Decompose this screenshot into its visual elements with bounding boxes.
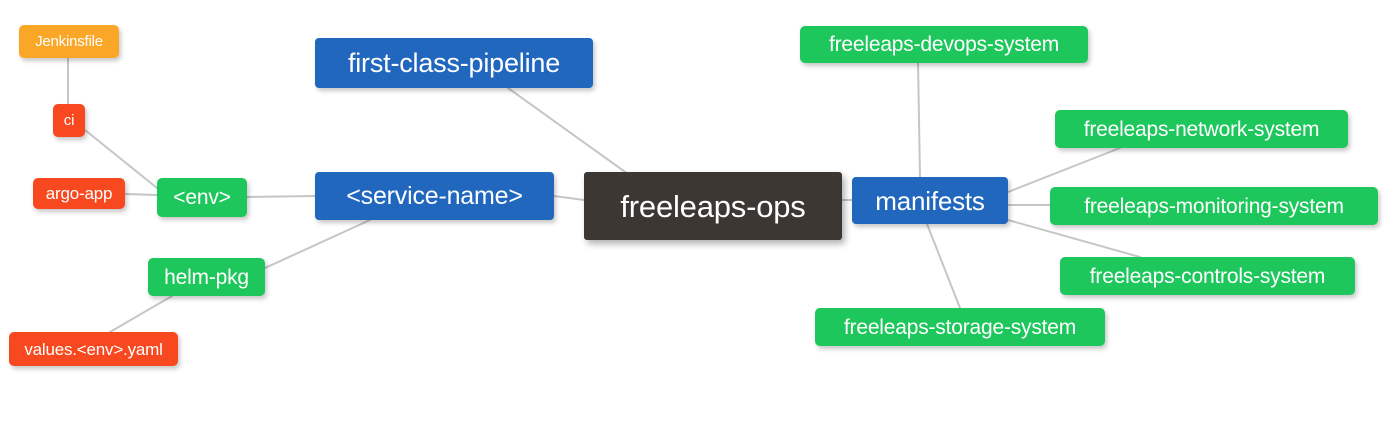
node-jenkinsfile[interactable]: Jenkinsfile [19, 25, 119, 58]
node-values-yaml[interactable]: values.<env>.yaml [9, 332, 178, 366]
node-storage-system[interactable]: freeleaps-storage-system [815, 308, 1105, 346]
edge-manifests-storage-system [926, 223, 961, 309]
node-env[interactable]: <env> [157, 178, 247, 217]
node-manifests[interactable]: manifests [852, 177, 1008, 224]
edge-manifests-devops-system [917, 62, 921, 178]
node-monitoring-system[interactable]: freeleaps-monitoring-system [1050, 187, 1378, 225]
edge-service-name-helm-pkg [264, 219, 371, 269]
edge-manifests-controls-system [1007, 219, 1141, 258]
node-first-class-pipeline[interactable]: first-class-pipeline [315, 38, 593, 88]
node-devops-system[interactable]: freeleaps-devops-system [800, 26, 1088, 63]
node-root[interactable]: freeleaps-ops [584, 172, 842, 240]
edge-root-first-class-pipeline [507, 87, 629, 175]
node-helm-pkg[interactable]: helm-pkg [148, 258, 265, 296]
edge-manifests-network-system [1007, 147, 1121, 193]
node-ci[interactable]: ci [53, 104, 85, 137]
edge-root-service-name [553, 195, 585, 201]
edge-helm-pkg-values-yaml [109, 295, 173, 333]
edge-env-argo-app [124, 193, 158, 196]
node-service-name[interactable]: <service-name> [315, 172, 554, 220]
node-network-system[interactable]: freeleaps-network-system [1055, 110, 1348, 148]
node-argo-app[interactable]: argo-app [33, 178, 125, 209]
edge-service-name-env [246, 195, 316, 198]
node-controls-system[interactable]: freeleaps-controls-system [1060, 257, 1355, 295]
